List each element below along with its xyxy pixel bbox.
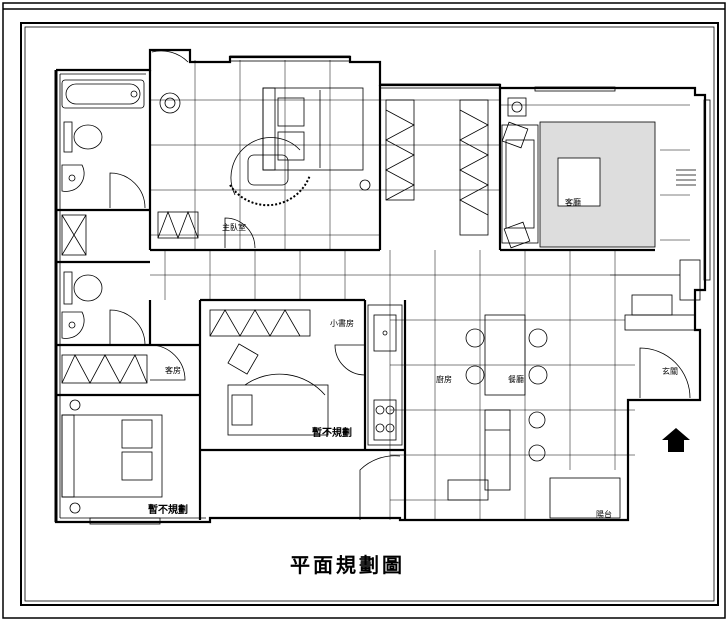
room-labels: 主臥室 客廳 小書房 客房 廚房 餐廳 玄關 陽台 暫不規劃 暫不規劃	[148, 197, 678, 519]
label-master-bedroom: 主臥室	[222, 222, 246, 232]
kitchen-counter	[367, 304, 403, 446]
label-undecided-1: 暫不規劃	[148, 503, 188, 516]
label-balcony: 陽台	[596, 509, 612, 519]
windows	[89, 55, 711, 525]
sink-icon	[61, 92, 181, 339]
label-undecided-2: 暫不規劃	[312, 426, 352, 439]
plan-title: 平面規劃圖	[290, 553, 405, 577]
wardrobe-icon	[61, 99, 489, 384]
stove-icon	[373, 399, 397, 441]
sofa-icon	[501, 97, 656, 249]
daybed-icon	[227, 343, 329, 436]
bathtub-icon	[61, 79, 145, 109]
dining-table-icon	[447, 314, 621, 519]
entry-arrow-icon	[662, 428, 690, 452]
stair-icon	[624, 169, 701, 331]
label-dining: 餐廳	[508, 374, 524, 384]
toilet-icon	[63, 121, 103, 305]
label-small-study: 小書房	[330, 318, 354, 328]
bed-icon	[61, 87, 371, 514]
label-guest-room: 客房	[165, 365, 181, 375]
lounge-chair-icon	[229, 137, 311, 207]
exterior-walls	[54, 48, 707, 524]
door-swing-icon	[109, 50, 691, 520]
inner-frame	[20, 22, 719, 606]
label-living-room: 客廳	[565, 197, 581, 207]
label-entrance: 玄關	[662, 366, 678, 376]
shower-icon	[61, 214, 87, 256]
label-kitchen: 廚房	[436, 374, 452, 384]
